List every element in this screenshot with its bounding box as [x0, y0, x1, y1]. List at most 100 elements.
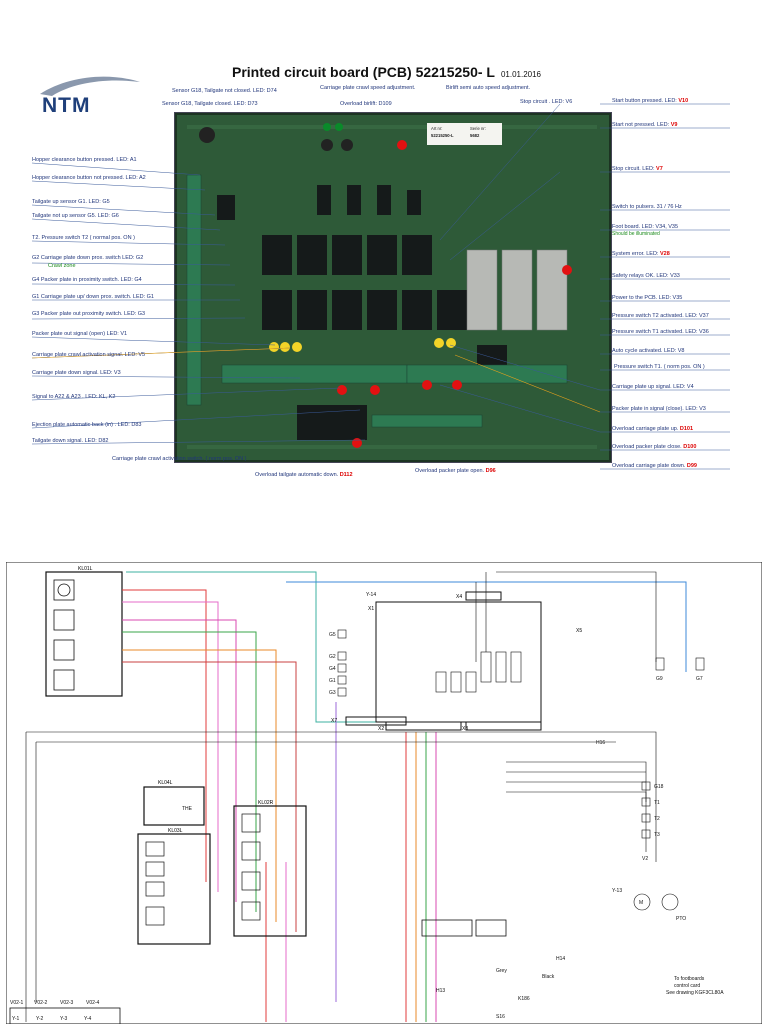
label-kl03l: KL03L [168, 828, 183, 834]
conn-x4: X4 [456, 594, 462, 600]
label-right-9: Pressure switch T1 activated. LED: V36 [612, 329, 709, 335]
label-sensor-g18-not-closed: Sensor G18, Tailgate not closed. LED: D7… [172, 88, 277, 94]
label-kl02r: KL02R [258, 800, 274, 806]
label-crawl-activation-switch: Carriage plate crawl activation switch. … [112, 456, 247, 462]
misc-y1: Y-1 [12, 1016, 20, 1022]
title-date: 01.01.2016 [500, 70, 542, 79]
label-right-11: Pressure switch T1. ( norm pos. ON ) [614, 364, 705, 370]
valve-v02-1: V02-1 [10, 1000, 24, 1006]
misc-black: Black [542, 974, 555, 980]
note-line-3: See drawing KGF3CL80A [666, 990, 724, 996]
led-markers [269, 123, 572, 448]
label-right-3: Switch to pulsers. 31 / 76 Hz [612, 204, 682, 210]
conn-x5: X5 [576, 628, 582, 634]
label-right-12: Carriage plate up signal. LED: V4 [612, 384, 694, 390]
conn-x7: X7 [331, 718, 337, 724]
pcb-components: Art nr: 52215250-L Serie nr: 5682 [177, 115, 609, 460]
misc-y13: Y-13 [612, 888, 622, 894]
misc-grey: Grey [496, 968, 507, 974]
sticker-art-value: 52215250-L [431, 133, 454, 138]
dev-t2: T2 [654, 816, 660, 822]
valve-v02-2: V02-2 [34, 1000, 48, 1006]
label-birlift-speed-adj: Birlift semi auto speed adjustment. [446, 85, 531, 91]
page-title: Printed circuit board (PCB) 52215250- L 0… [232, 64, 541, 80]
label-left-11: Carriage plate crawl activation signal. … [32, 352, 146, 358]
valve-v02-3: V02-3 [60, 1000, 74, 1006]
ntm-logo-swoosh [40, 76, 140, 96]
dev-t3: T3 [654, 832, 660, 838]
label-left-15: Tailgate down signal. LED: D82 [32, 438, 109, 444]
prox-g2: G2 [329, 654, 336, 660]
label-overload-tailgate: Overload tailgate automatic down. D112 [255, 472, 353, 478]
label-right-2: Stop circuit. LED: V7 [612, 166, 663, 172]
ntm-logo: NTM [42, 94, 91, 117]
dev-g18: G18 [654, 784, 664, 790]
label-left-10: Packer plate out signal (open) LED: V1 [32, 331, 128, 337]
label-left-3: Tailgate not up sensor G5. LED: G6 [32, 213, 119, 219]
misc-s16: S16 [496, 1014, 505, 1020]
label-right-6: Safety relays OK. LED: V33 [612, 273, 680, 279]
misc-y14: Y-14 [366, 592, 376, 598]
misc-y3: Y-3 [60, 1016, 68, 1022]
overload-birlift-text: Overload birlift: D109 [340, 101, 392, 107]
label-right-8: Pressure switch T2 activated. LED: V37 [612, 313, 709, 319]
label-right-13: Packer plate in signal (close). LED: V3 [612, 406, 706, 412]
sticker-serial-label: Serie nr: [470, 126, 486, 131]
label-right-16: Overload carriage plate down. D99 [612, 463, 697, 469]
leader-lines [31, 103, 730, 470]
misc-pto: PTO [676, 916, 686, 922]
misc-the: THE [182, 806, 193, 812]
misc-h16: H16 [596, 740, 605, 746]
label-right-5: System error. LED: V28 [612, 251, 670, 257]
label-left-8: G1 Carriage plate up/ down prox. switch.… [32, 294, 154, 300]
label-crawl-speed-adj: Carriage plate crawl speed adjustment. [320, 85, 416, 91]
label-overload-packer-open: Overload packer plate open. D96 [415, 468, 496, 474]
misc-h14: H14 [556, 956, 565, 962]
prox-g1: G1 [329, 678, 336, 684]
conn-x2: X2 [378, 726, 384, 732]
dev-g9: G9 [656, 676, 663, 682]
label-right-15: Overload packer plate close. D100 [612, 444, 697, 450]
misc-k186: K186 [518, 996, 530, 1002]
sticker-art-label: Art nr: [431, 126, 442, 131]
sticker-serial-value: 5682 [470, 133, 480, 138]
prox-g3: G3 [329, 690, 336, 696]
dev-v2: V2 [642, 856, 648, 862]
label-right-1: Start not pressed. LED: V9 [612, 122, 678, 128]
label-left-14: Ejection plate automatic back (in) . LED… [32, 422, 142, 428]
misc-h13: H13 [436, 988, 445, 994]
pcb-board: Art nr: 52215250-L Serie nr: 5682 [175, 113, 611, 462]
label-sensor-g18-closed: Sensor G18, Tailgate closed. LED: D73 [162, 101, 258, 107]
label-left-0: Hopper clearance button pressed. LED: A1 [32, 157, 137, 163]
title-text: Printed circuit board (PCB) 52215250- L [232, 64, 495, 80]
label-overload-birlift: Overload birlift: D109 [340, 101, 392, 108]
label-left-5: G2 Carriage plate down prox. switch LED:… [32, 255, 144, 261]
wiring-schematic: KL01L X1 X2 X3 X4 [6, 562, 762, 1024]
misc-y4: Y-4 [84, 1016, 92, 1022]
note-line-1: To footboards [674, 976, 705, 982]
label-left-1: Hopper clearance button not pressed. LED… [32, 175, 146, 181]
label-left-2: Tailgate up sensor G1. LED: G5 [32, 199, 110, 205]
label-kl04l: KL04L [158, 780, 173, 786]
conn-x3: X3 [462, 726, 468, 732]
prox-g4: G4 [329, 666, 336, 672]
dev-g7: G7 [696, 676, 703, 682]
misc-y2: Y-2 [36, 1016, 44, 1022]
conn-x1: X1 [368, 606, 374, 612]
misc-motor: M [639, 900, 643, 906]
label-right-10: Auto cycle activated. LED: V8 [612, 348, 685, 354]
dev-t1: T1 [654, 800, 660, 806]
prox-g5: G5 [329, 632, 336, 638]
label-right-0: Start button pressed. LED: V10 [612, 98, 689, 104]
label-left-9: G3 Packer plate out proximity switch. LE… [32, 311, 146, 317]
valve-v02-4: V02-4 [86, 1000, 100, 1006]
label-stop-circuit-v6: Stop circuit . LED: V6 [520, 99, 573, 105]
label-right-14: Overload carriage plate up. D101 [612, 426, 694, 432]
label-kl01l: KL01L [78, 566, 93, 572]
label-left-13: Signal to A22 & A23 . LED: KL, K2 [32, 394, 116, 400]
label-right-7: Power to the PCB. LED: V35 [612, 295, 683, 301]
footboard-note: Should be illuminated [612, 231, 660, 237]
label-crawl-zone: Crawl zone [48, 263, 76, 269]
note-line-2: control card [674, 983, 700, 989]
